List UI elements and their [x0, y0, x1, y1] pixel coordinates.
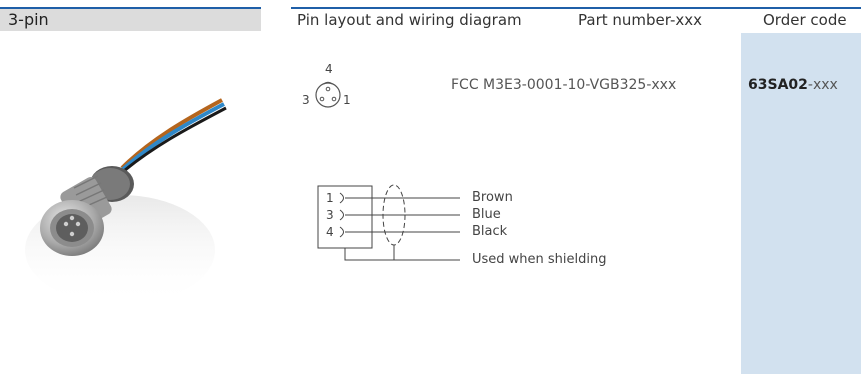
order-code-bold: 63SA02 — [748, 77, 808, 93]
header-rule-left — [0, 7, 261, 9]
pin-label-4: 4 — [325, 62, 333, 76]
header-order-code: Order code — [763, 11, 847, 29]
wire-label-blue: Blue — [472, 207, 501, 222]
wiring-diagram: 1 3 4 — [317, 184, 460, 261]
shielding-label: Used when shielding — [472, 252, 607, 267]
pin-face-diagram: 4 3 1 — [302, 62, 351, 108]
order-code-suffix: -xxx — [807, 77, 838, 93]
header-part-number: Part number-xxx — [578, 11, 703, 29]
order-code-column — [741, 33, 861, 374]
pin-label-3: 3 — [302, 93, 310, 107]
wiring-pin-3: 3 — [326, 208, 334, 222]
wiring-pin-4: 4 — [326, 225, 334, 239]
pin-count-header: 3-pin — [8, 10, 49, 29]
order-code-value: 63SA02-xxx — [748, 75, 838, 95]
header-rule-right — [291, 7, 861, 9]
pin-label-1: 1 — [343, 93, 351, 107]
wire-label-black: Black — [472, 224, 508, 239]
pin-count-header-bg — [0, 9, 261, 31]
header-pin-layout: Pin layout and wiring diagram — [297, 11, 522, 29]
connector-product-image — [25, 98, 227, 305]
wire-label-brown: Brown — [472, 190, 513, 205]
wiring-pin-1: 1 — [326, 191, 334, 205]
part-number-value: FCC M3E3-0001-10-VGB325-xxx — [451, 77, 677, 93]
